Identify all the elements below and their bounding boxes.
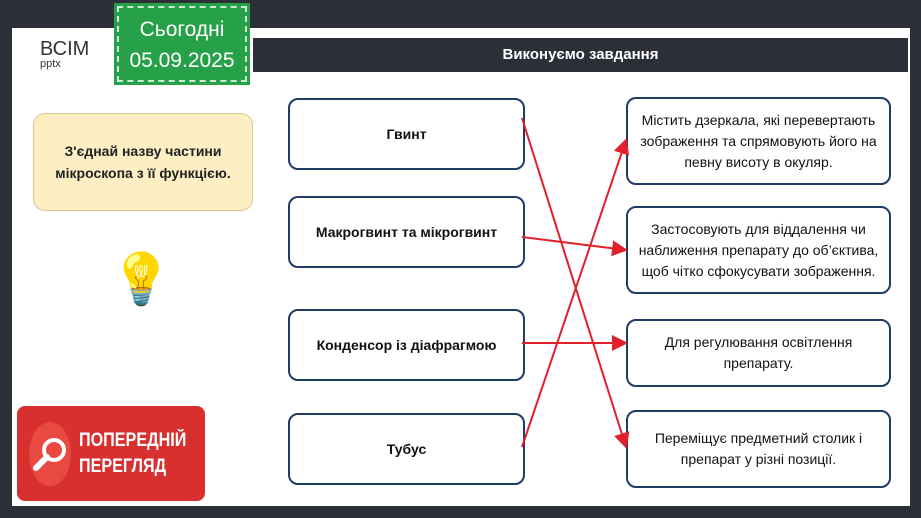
right-item[interactable]: Переміщує предметний столик і препарат у… (626, 410, 891, 488)
right-item[interactable]: Містить дзеркала, які перевертають зобра… (626, 97, 891, 185)
connection-line (521, 138, 630, 448)
page-title: Виконуємо завдання (253, 38, 908, 72)
preview-button[interactable]: ПОПЕРЕДНІЙ ПЕРЕГЛЯД (17, 406, 205, 501)
left-item[interactable]: Тубус (288, 413, 525, 485)
connection-line (521, 236, 628, 257)
date-badge: Сьогодні 05.09.2025 (114, 3, 250, 85)
preview-line1: ПОПЕРЕДНІЙ (78, 429, 187, 451)
left-item[interactable]: Конденсор із діафрагмою (288, 309, 525, 381)
connection-line (521, 117, 630, 449)
lightbulb-icon: 💡 (110, 251, 173, 307)
left-item[interactable]: Макрогвинт та мікрогвинт (288, 196, 525, 268)
logo-sub: pptx (40, 58, 61, 70)
preview-line2: ПЕРЕГЛЯД (78, 455, 166, 477)
task-instruction: З'єднай назву частини мікроскопа з її фу… (33, 113, 253, 211)
left-item[interactable]: Гвинт (288, 98, 525, 170)
logo-brand: ВСІМ (40, 38, 90, 60)
right-item[interactable]: Застосовують для віддалення чи наближенн… (626, 206, 891, 294)
magnifier-icon (29, 421, 71, 486)
date-value: 05.09.2025 (129, 49, 235, 72)
right-item[interactable]: Для регулювання освітлення препарату. (626, 319, 891, 387)
date-label: Сьогодні (139, 18, 225, 41)
